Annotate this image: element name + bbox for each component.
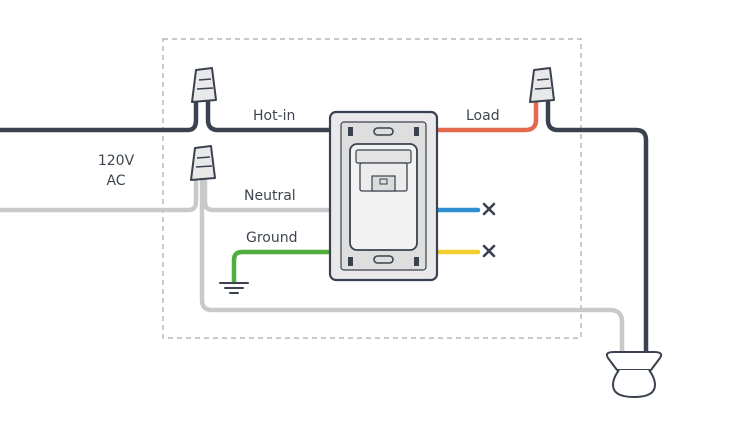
ground-symbol-icon <box>219 282 249 294</box>
load-wire <box>434 99 539 133</box>
ground-label: Ground <box>246 230 298 246</box>
neutral-label: Neutral <box>244 188 296 204</box>
light-bulb-icon <box>605 351 663 398</box>
switch-device <box>328 110 439 282</box>
hot-in-wire <box>205 99 333 133</box>
wire-nut-icon <box>191 67 217 103</box>
ground-wire <box>231 249 333 285</box>
x-terminal-icon <box>482 244 496 258</box>
wall-box <box>162 38 582 339</box>
neutral-device-wire <box>202 177 333 213</box>
neutral-bulb-wire <box>199 177 625 355</box>
load-bulb-wire <box>545 99 649 355</box>
source-type-label: AC <box>106 173 125 189</box>
hot-source-wire <box>0 99 199 133</box>
wire-nut-icon <box>190 145 216 181</box>
hot-in-label: Hot-in <box>253 108 295 124</box>
neutral-source-wire <box>0 177 199 213</box>
wire-nut-icon <box>529 67 555 103</box>
x-terminal-icon <box>482 202 496 216</box>
source-voltage-label: 120V <box>98 153 135 169</box>
load-label: Load <box>466 108 500 124</box>
